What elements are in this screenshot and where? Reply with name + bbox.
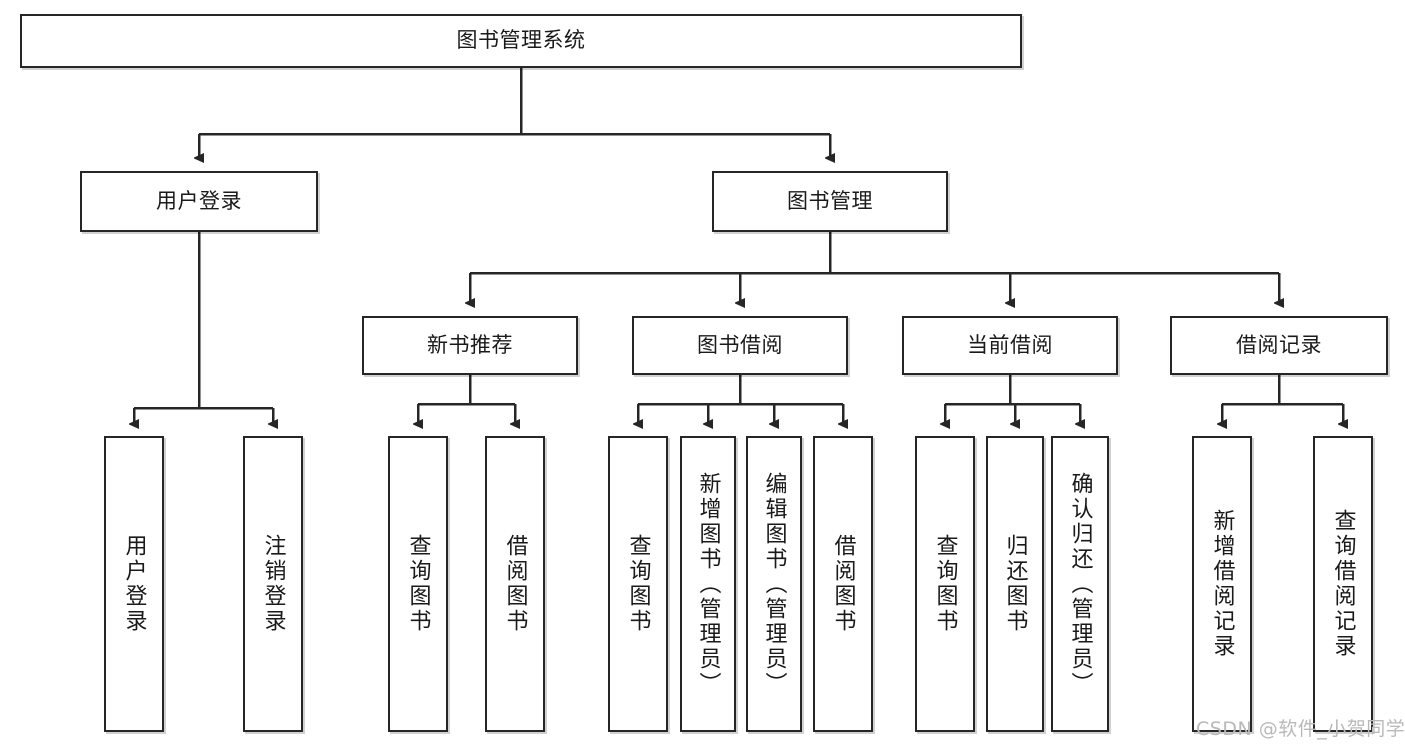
node-leaf-user-login[interactable]: 用户登录 <box>104 436 164 732</box>
node-leaf-query-book-rec-label: 查询图书 <box>405 534 431 634</box>
node-book-borrow[interactable]: 图书借阅 <box>632 316 848 375</box>
node-leaf-add-book-admin-label: 新增图书（管理员） <box>695 471 721 697</box>
node-leaf-return-book-label: 归还图书 <box>1002 534 1028 634</box>
node-leaf-edit-book-admin[interactable]: 编辑图书（管理员） <box>746 436 802 732</box>
node-root[interactable]: 图书管理系统 <box>20 14 1022 68</box>
node-leaf-edit-book-admin-label: 编辑图书（管理员） <box>761 471 787 697</box>
node-leaf-query-book-borrow[interactable]: 查询图书 <box>608 436 668 732</box>
node-leaf-query-borrow-record[interactable]: 查询借阅记录 <box>1313 436 1373 732</box>
node-new-book-recommend[interactable]: 新书推荐 <box>362 316 578 375</box>
node-book-manage-label: 图书管理 <box>787 188 873 213</box>
node-leaf-query-book-current[interactable]: 查询图书 <box>915 436 975 732</box>
node-leaf-add-borrow-record-label: 新增借阅记录 <box>1209 509 1235 659</box>
node-leaf-query-book-current-label: 查询图书 <box>932 534 958 634</box>
node-leaf-confirm-return-admin[interactable]: 确认归还（管理员） <box>1051 436 1109 732</box>
node-current-borrow-label: 当前借阅 <box>967 332 1053 357</box>
node-leaf-return-book[interactable]: 归还图书 <box>986 436 1044 732</box>
node-current-borrow[interactable]: 当前借阅 <box>902 316 1118 375</box>
node-leaf-borrow-book[interactable]: 借阅图书 <box>813 436 873 732</box>
node-leaf-borrow-book-rec-label: 借阅图书 <box>502 534 528 634</box>
node-user-login[interactable]: 用户登录 <box>80 171 318 232</box>
node-leaf-borrow-book-label: 借阅图书 <box>830 534 856 634</box>
node-borrow-record[interactable]: 借阅记录 <box>1170 316 1388 375</box>
node-user-login-label: 用户登录 <box>156 188 242 213</box>
node-leaf-user-login-label: 用户登录 <box>121 534 147 634</box>
node-borrow-record-label: 借阅记录 <box>1236 332 1322 357</box>
node-root-label: 图书管理系统 <box>456 28 586 53</box>
node-book-manage[interactable]: 图书管理 <box>712 171 948 232</box>
node-book-borrow-label: 图书借阅 <box>697 332 783 357</box>
node-leaf-query-book-rec[interactable]: 查询图书 <box>388 436 448 732</box>
node-leaf-user-logout[interactable]: 注销登录 <box>243 436 303 732</box>
node-leaf-borrow-book-rec[interactable]: 借阅图书 <box>485 436 545 732</box>
node-leaf-user-logout-label: 注销登录 <box>260 534 286 634</box>
node-leaf-add-book-admin[interactable]: 新增图书（管理员） <box>680 436 736 732</box>
node-new-book-recommend-label: 新书推荐 <box>427 332 513 357</box>
node-leaf-query-book-borrow-label: 查询图书 <box>625 534 651 634</box>
node-leaf-query-borrow-record-label: 查询借阅记录 <box>1330 509 1356 659</box>
node-leaf-add-borrow-record[interactable]: 新增借阅记录 <box>1192 436 1252 732</box>
node-leaf-confirm-return-admin-label: 确认归还（管理员） <box>1067 471 1093 697</box>
